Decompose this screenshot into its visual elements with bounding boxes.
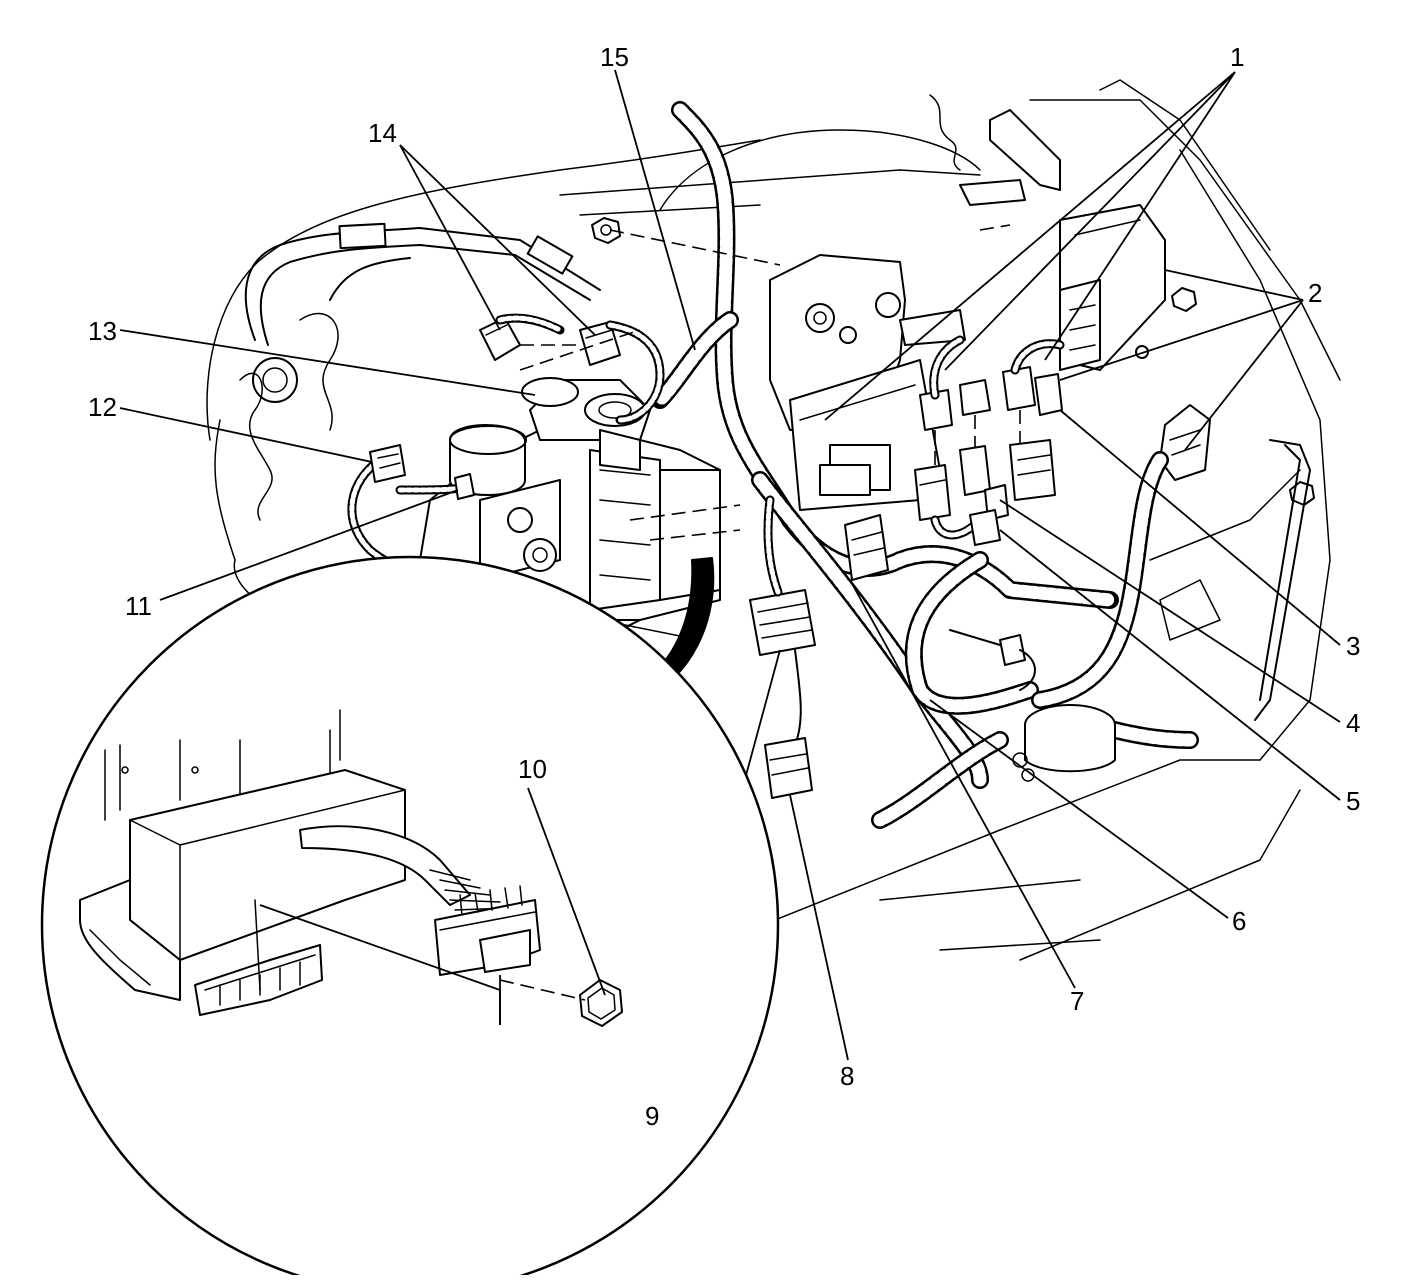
callout-2: 2	[1308, 278, 1322, 308]
center-module	[769, 254, 966, 511]
callout-11: 11	[125, 591, 152, 621]
control-module-right	[1059, 204, 1166, 371]
callout-14: 14	[368, 118, 397, 148]
callout-leaders	[119, 69, 1341, 1101]
callout-13: 13	[88, 316, 117, 346]
connector-9	[749, 495, 816, 746]
engine-bay-body	[206, 79, 1341, 961]
callout-7: 7	[1070, 986, 1084, 1016]
lower-components	[949, 629, 1116, 782]
connector-14-left	[479, 313, 565, 361]
callout-10: 10	[518, 754, 547, 784]
connector-12	[369, 444, 406, 483]
callout-8: 8	[840, 1061, 854, 1091]
callout-1: 1	[1230, 42, 1244, 72]
connector-14-right	[579, 320, 665, 425]
mating-connectors	[914, 439, 1056, 546]
callout-4: 4	[1346, 708, 1360, 738]
callout-15: 15	[600, 42, 629, 72]
callout-6: 6	[1232, 906, 1246, 936]
callout-5: 5	[1346, 786, 1360, 816]
detail-inset	[40, 555, 780, 1280]
connector-7	[844, 514, 889, 581]
callout-9: 9	[645, 1101, 659, 1131]
connector-8	[764, 737, 813, 799]
callout-labels: 1 2 3 4 5 6 7 8 9 10 11 12 13 14 15	[88, 42, 1360, 1131]
harness-connector-right	[1159, 404, 1311, 721]
brake-line	[244, 222, 601, 346]
callout-12: 12	[88, 392, 117, 422]
callout-3: 3	[1346, 631, 1360, 661]
connector-11	[454, 473, 475, 500]
